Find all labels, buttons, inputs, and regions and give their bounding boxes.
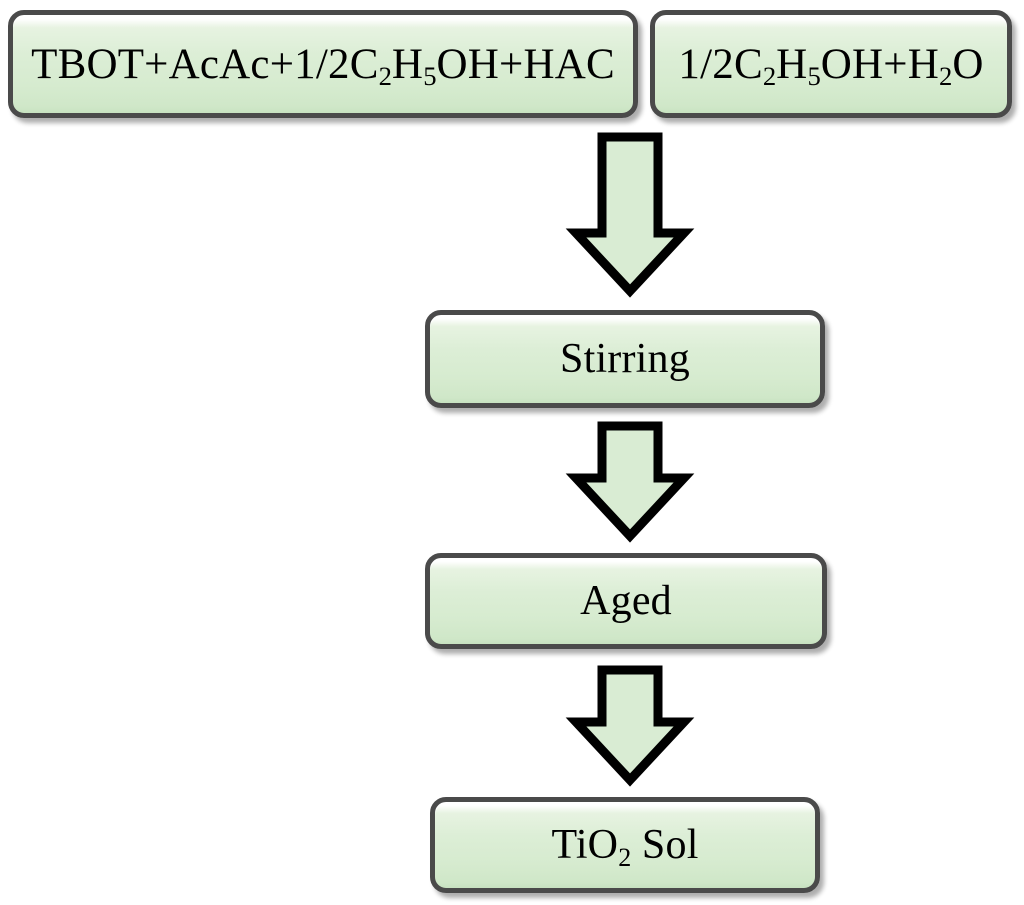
arrow-down-stirring-to-aged — [565, 421, 695, 543]
node-stirring-label: Stirring — [560, 336, 690, 382]
node-solvent-box: 1/2C2H5OH+H2O — [650, 10, 1012, 118]
node-sol-label: TiO2 Sol — [551, 822, 699, 872]
node-precursor-box: TBOT+AcAc+1/2C2H5OH+HAC — [8, 10, 638, 118]
node-sol-box: TiO2 Sol — [430, 797, 820, 893]
node-precursor-label: TBOT+AcAc+1/2C2H5OH+HAC — [31, 40, 615, 92]
node-aged-label: Aged — [580, 578, 672, 624]
node-stirring-box: Stirring — [425, 310, 825, 408]
arrow-down-icon — [565, 132, 695, 298]
node-solvent-label: 1/2C2H5OH+H2O — [678, 40, 984, 92]
arrow-down-icon — [565, 421, 695, 543]
node-aged-box: Aged — [425, 553, 827, 649]
arrow-down-icon — [565, 665, 695, 787]
arrow-down-mix-to-stirring — [565, 132, 695, 298]
arrow-down-aged-to-sol — [565, 665, 695, 787]
